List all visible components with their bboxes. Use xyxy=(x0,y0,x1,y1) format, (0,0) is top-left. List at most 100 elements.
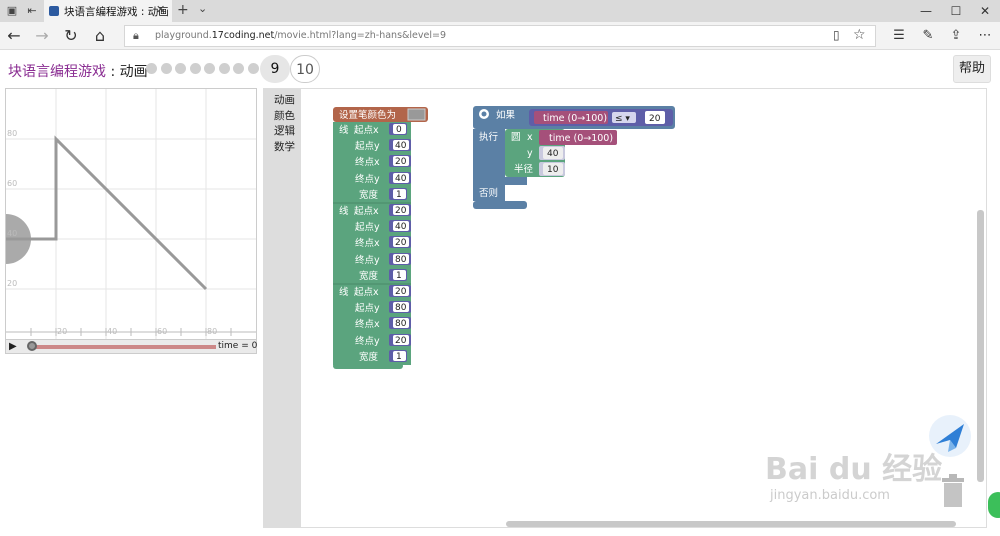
close-icon[interactable]: ✕ xyxy=(156,3,166,16)
chat-bubble-icon[interactable] xyxy=(988,492,1000,518)
level-dot-6[interactable] xyxy=(219,63,230,74)
set-pen-color-block[interactable]: 设置笔颜色为 xyxy=(333,107,428,122)
close-window-icon[interactable]: ✕ xyxy=(979,4,991,18)
x-tick-label: 20 xyxy=(57,327,68,336)
level-dot-2[interactable] xyxy=(161,63,172,74)
start-x-label: 起点x xyxy=(354,125,379,136)
trash-icon[interactable] xyxy=(940,474,966,508)
url-text: playground.17coding.net/movie.html?lang=… xyxy=(155,30,447,41)
width-value: 1 xyxy=(396,352,402,362)
site-favicon-icon xyxy=(49,6,59,16)
forward-icon[interactable]: → xyxy=(35,26,49,45)
width-label: 宽度 xyxy=(359,351,379,363)
start-y-label: 起点y xyxy=(355,141,380,152)
browser-toolbar: ← → ↻ ⌂ 🔒︎ playground.17coding.net/movie… xyxy=(0,22,1000,50)
animation-preview: 80 60 40 20 20 40 60 80 ▶ time = 0 xyxy=(5,88,257,354)
category-logic[interactable]: 逻辑 xyxy=(274,125,295,137)
pen-icon[interactable]: ✎ xyxy=(922,28,934,43)
if-label: 如果 xyxy=(496,109,516,121)
browser-tab-bar: ▣ ⇤ 块语言编程游戏 : 动画 ✕ + ⌄ — ☐ ✕ xyxy=(0,0,1000,22)
line-label: 线 xyxy=(339,286,349,298)
radius-value: 10 xyxy=(547,165,559,175)
chevron-down-icon[interactable]: ⌄ xyxy=(198,2,208,15)
category-color[interactable]: 颜色 xyxy=(274,110,295,122)
level-next-button[interactable]: 10 xyxy=(290,55,320,83)
circle-block[interactable]: 圆 x time (0→100) y 40 半径 10 xyxy=(505,129,617,177)
block-workspace[interactable]: 设置笔颜色为 线 起点x 0 起点y 40 终点x 20 终点y 40 宽度 1 xyxy=(301,88,987,528)
preview-canvas xyxy=(6,89,256,339)
level-dot-8[interactable] xyxy=(248,63,259,74)
else-label: 否则 xyxy=(479,187,498,199)
end-x-label: 终点x xyxy=(355,318,380,330)
width-value: 1 xyxy=(396,271,402,281)
line-block-2[interactable]: 线 起点x 20 起点y 40 终点x 20 终点y 80 宽度 1 xyxy=(333,202,411,282)
operator-dropdown: ≤ ▾ xyxy=(615,114,630,124)
playback-bar: ▶ time = 0 xyxy=(6,339,258,353)
minimize-icon[interactable]: — xyxy=(920,4,932,18)
level-dot-1[interactable] xyxy=(146,63,157,74)
end-x-label: 终点x xyxy=(355,237,380,249)
line-label: 线 xyxy=(339,124,349,136)
line-block-1[interactable]: 线 起点x 0 起点y 40 终点x 20 终点y 40 宽度 1 xyxy=(339,123,411,201)
end-y-value: 20 xyxy=(395,336,407,346)
reading-view-icon[interactable]: ▯ xyxy=(833,28,840,42)
hub-icon[interactable]: ☰ xyxy=(893,28,905,43)
circle-y-label: y xyxy=(527,148,533,159)
category-math[interactable]: 数学 xyxy=(274,141,295,153)
line-label: 线 xyxy=(339,205,349,217)
level-dot-7[interactable] xyxy=(233,63,244,74)
time-readout: time = 0 xyxy=(218,341,258,351)
share-icon[interactable]: ⇪ xyxy=(950,28,962,43)
end-y-value: 40 xyxy=(395,174,407,184)
refresh-icon[interactable]: ↻ xyxy=(64,26,78,45)
start-x-value: 0 xyxy=(396,125,402,135)
start-x-label: 起点x xyxy=(354,206,379,217)
level-dot-3[interactable] xyxy=(175,63,186,74)
tab-title: 块语言编程游戏 : 动画 xyxy=(64,6,169,18)
circle-x-label: x xyxy=(527,132,533,143)
home-icon[interactable]: ⌂ xyxy=(94,26,106,45)
width-label: 宽度 xyxy=(359,270,379,282)
vertical-scrollbar[interactable] xyxy=(977,210,984,482)
width-label: 宽度 xyxy=(359,189,379,201)
circle-y-value: 40 xyxy=(547,149,559,159)
horizontal-scrollbar[interactable] xyxy=(506,521,956,527)
y-tick-label: 20 xyxy=(7,279,18,288)
x-tick-label: 60 xyxy=(157,327,168,336)
lock-icon: 🔒︎ xyxy=(133,29,139,42)
end-x-value: 20 xyxy=(395,157,407,167)
back-icon[interactable]: ← xyxy=(7,26,21,45)
play-icon[interactable]: ▶ xyxy=(9,341,17,352)
x-tick-label: 40 xyxy=(107,327,118,336)
y-tick-label: 60 xyxy=(7,179,18,188)
favorite-star-icon[interactable]: ☆ xyxy=(853,27,866,43)
line-block-3[interactable]: 线 起点x 20 起点y 80 终点x 80 终点y 20 宽度 1 xyxy=(333,283,411,363)
more-icon[interactable]: ⋯ xyxy=(978,28,992,43)
set-aside-icon[interactable]: ⇤ xyxy=(27,4,37,17)
tab-manager-icon[interactable]: ▣ xyxy=(6,4,18,17)
y-tick-label: 80 xyxy=(7,129,18,138)
new-tab-icon[interactable]: + xyxy=(177,2,189,18)
set-color-label: 设置笔颜色为 xyxy=(339,109,396,121)
start-y-value: 40 xyxy=(395,222,407,232)
time-variable-label: time (0→100) xyxy=(543,113,607,124)
category-animation[interactable]: 动画 xyxy=(274,94,295,106)
level-dot-5[interactable] xyxy=(204,63,215,74)
address-input[interactable]: 🔒︎ playground.17coding.net/movie.html?la… xyxy=(124,25,876,47)
x-tick-label: 80 xyxy=(207,327,218,336)
page-title: 块语言编程游戏 : 动画 xyxy=(8,64,148,80)
do-label: 执行 xyxy=(479,131,499,143)
compare-block[interactable]: time (0→100) ≤ ▾ 20 xyxy=(529,109,673,126)
level-dot-4[interactable] xyxy=(190,63,201,74)
start-y-value: 80 xyxy=(395,303,407,313)
circle-label: 圆 xyxy=(511,132,521,143)
start-y-value: 40 xyxy=(395,141,407,151)
level-current-button[interactable]: 9 xyxy=(260,55,290,83)
time-variable-label: time (0→100) xyxy=(549,133,613,144)
browser-tab[interactable]: 块语言编程游戏 : 动画 ✕ xyxy=(44,0,172,22)
time-slider[interactable] xyxy=(32,345,216,349)
condition-value: 20 xyxy=(649,114,661,124)
help-button[interactable]: 帮助 xyxy=(953,55,991,83)
maximize-icon[interactable]: ☐ xyxy=(950,4,962,18)
slider-handle[interactable] xyxy=(27,341,37,351)
